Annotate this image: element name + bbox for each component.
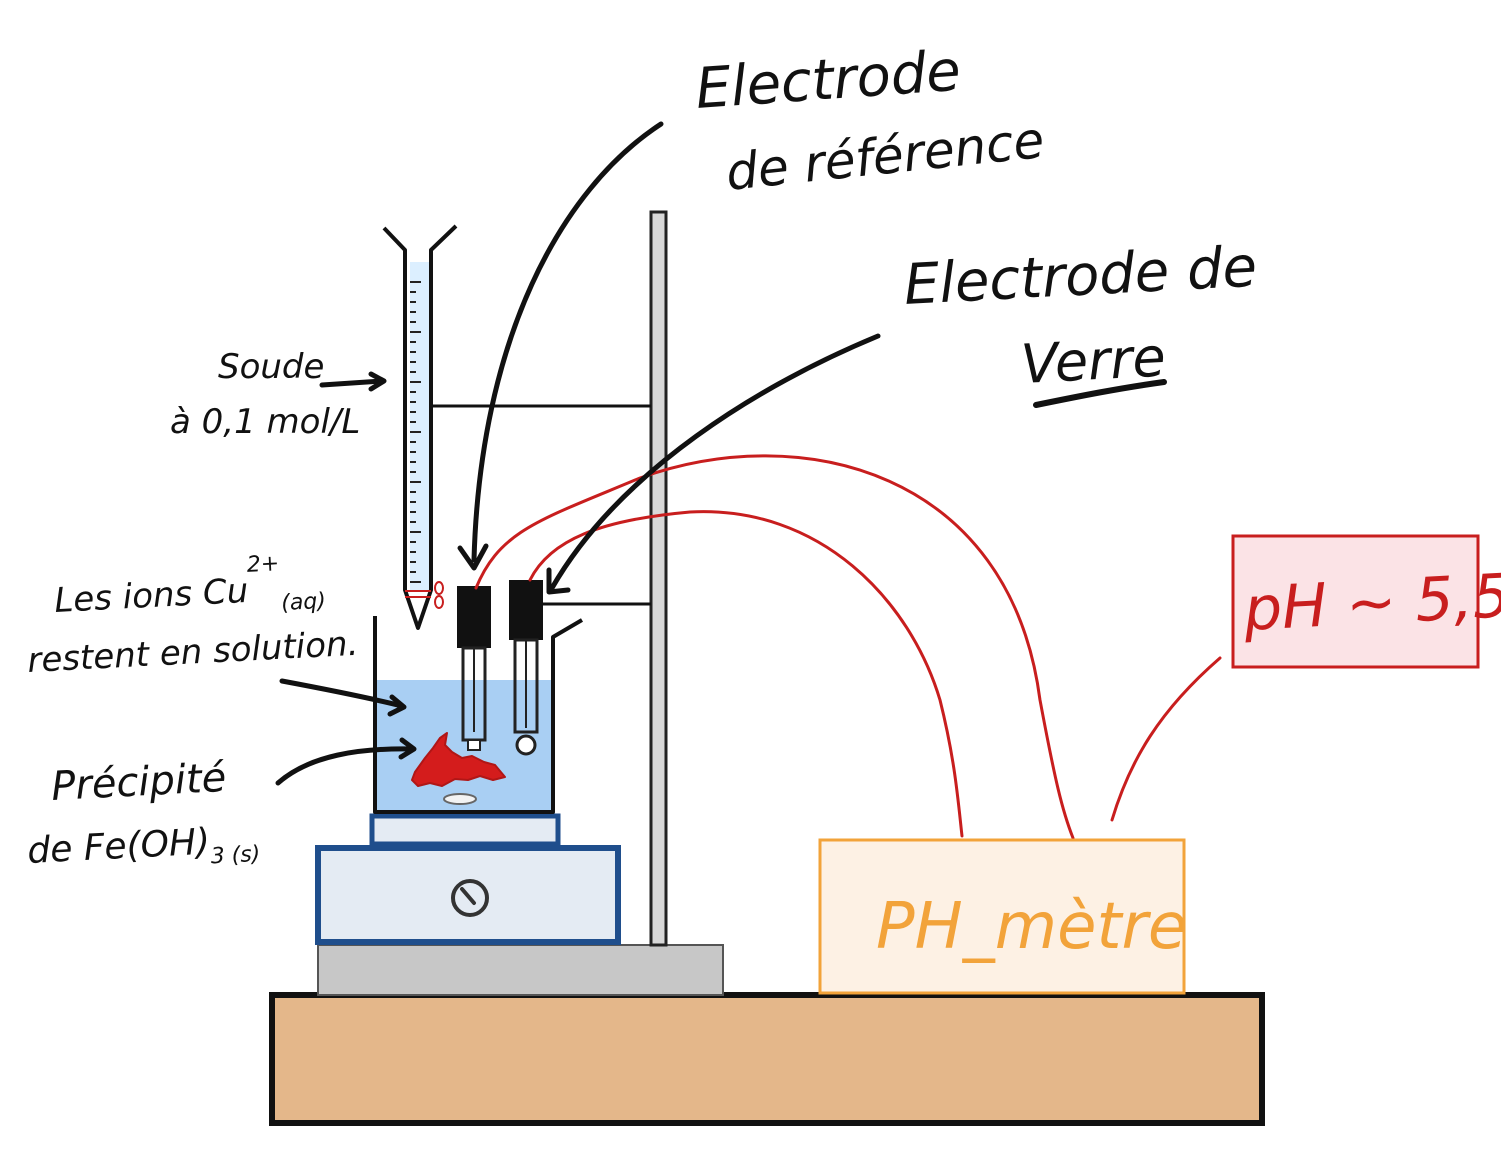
ions-label-line1: Les ions Cu2+(aq) — [52, 549, 326, 628]
burette — [382, 224, 458, 630]
stir-bar — [443, 793, 477, 805]
precipitate-arrow — [275, 746, 415, 786]
ph-reading-box — [1231, 534, 1480, 669]
soude-label-line1: Soude — [218, 347, 324, 387]
soude-arrow — [319, 378, 385, 388]
reference-arrow — [471, 121, 664, 563]
precipitate-label-line2: de Fe(OH)3 (s) — [26, 819, 261, 879]
precipitate-label-line1: Précipité — [50, 755, 227, 810]
glass-arrow — [549, 333, 881, 591]
verre-underline — [1033, 379, 1167, 408]
burette-stopcock — [405, 581, 444, 609]
ph-reading-value: pH ~ 5,5 — [1241, 561, 1501, 645]
glass-electrode-label-line1: Electrode de — [902, 235, 1258, 318]
reference-electrode-label-line2: de référence — [723, 111, 1047, 202]
beaker — [373, 616, 584, 814]
stand-rod — [649, 210, 668, 947]
precipitate — [411, 732, 506, 787]
stirrer-knob-icon — [451, 879, 489, 917]
stirrer-top-plate — [369, 813, 561, 847]
ions-arrow — [279, 678, 405, 709]
electrode-wires — [474, 454, 1222, 840]
ph-meter-box — [818, 838, 1186, 995]
stand-base — [317, 944, 724, 996]
soude-label-line2: à 0,1 mol/L — [170, 402, 360, 442]
ph-meter-label: PH_mètre — [876, 890, 1187, 964]
ions-label-line2: restent en solution. — [26, 624, 359, 681]
annotation-arrows — [275, 121, 881, 786]
burette-graduations — [410, 281, 421, 583]
glass-electrode — [509, 580, 543, 756]
reference-electrode — [457, 586, 491, 751]
reference-electrode-label-line1: Electrode — [693, 39, 962, 122]
bench — [269, 992, 1265, 1126]
